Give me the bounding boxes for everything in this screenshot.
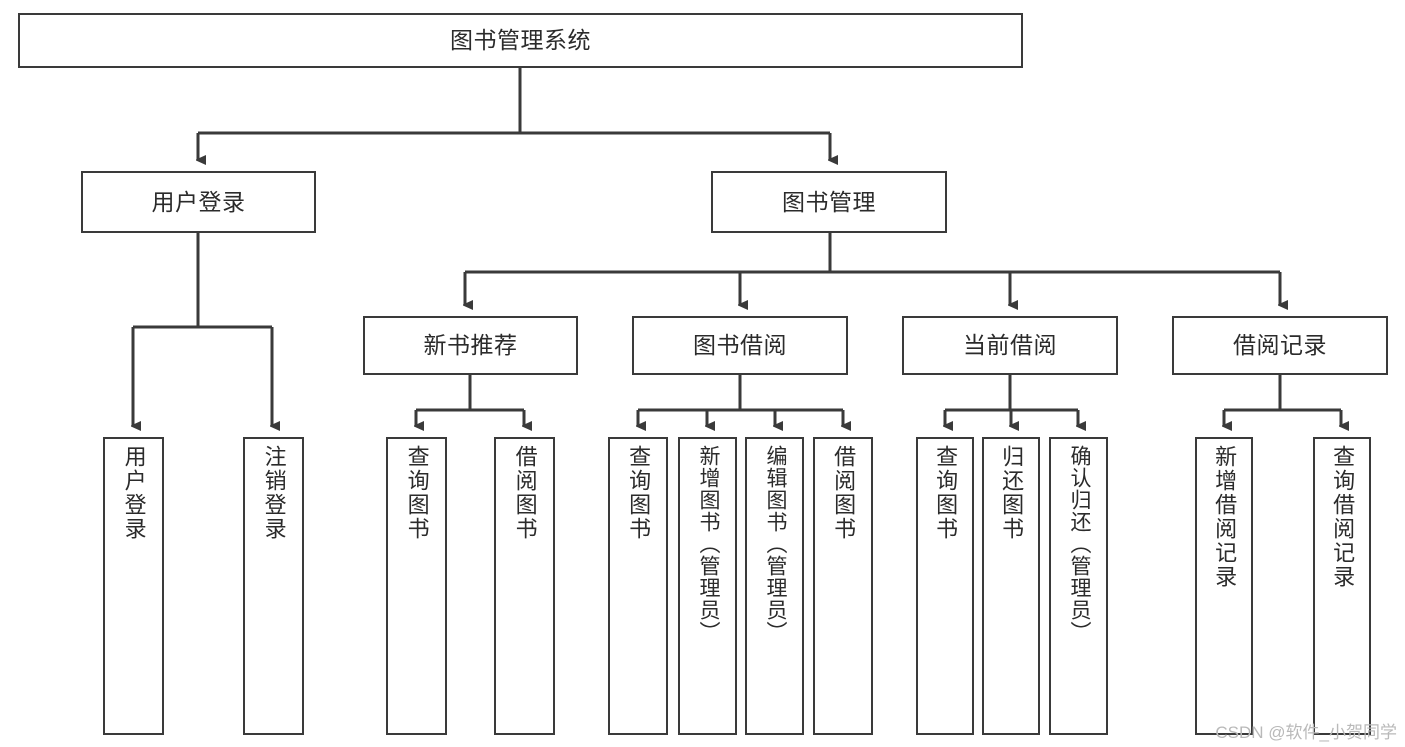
node-current-borrow[interactable]: 当前借阅 xyxy=(902,316,1118,375)
node-user-login-label: 用户登录 xyxy=(151,188,246,215)
node-new-book-recommend-label: 新书推荐 xyxy=(423,332,518,359)
node-root-label: 图书管理系统 xyxy=(450,27,591,54)
node-borrow-record[interactable]: 借阅记录 xyxy=(1172,316,1388,375)
leaf-new-book-2[interactable]: 借阅图书 xyxy=(494,437,555,735)
leaf-user-login-2[interactable]: 注销登录 xyxy=(243,437,304,735)
node-user-login[interactable]: 用户登录 xyxy=(81,171,316,233)
leaf-user-login-1[interactable]: 用户登录 xyxy=(103,437,164,735)
leaf-book-borrow-3-label: 编辑图书（管理员） xyxy=(763,445,787,643)
leaf-new-book-2-label: 借阅图书 xyxy=(512,445,538,541)
csdn-watermark: CSDN @软件_小贺同学 xyxy=(1215,723,1397,742)
leaf-new-book-1[interactable]: 查询图书 xyxy=(386,437,447,735)
leaf-borrow-record-2[interactable]: 查询借阅记录 xyxy=(1313,437,1371,735)
leaf-current-borrow-3-label: 确认归还（管理员） xyxy=(1067,445,1091,643)
node-book-borrow-label: 图书借阅 xyxy=(693,332,787,359)
leaf-borrow-record-1[interactable]: 新增借阅记录 xyxy=(1195,437,1253,735)
leaf-book-borrow-4-label: 借阅图书 xyxy=(831,445,857,541)
leaf-borrow-record-1-label: 新增借阅记录 xyxy=(1212,445,1238,589)
leaf-user-login-1-label: 用户登录 xyxy=(121,445,147,541)
node-root[interactable]: 图书管理系统 xyxy=(18,13,1023,68)
leaf-user-login-2-label: 注销登录 xyxy=(261,445,287,541)
leaf-current-borrow-2[interactable]: 归还图书 xyxy=(982,437,1040,735)
leaf-book-borrow-1-label: 查询图书 xyxy=(626,445,652,541)
leaf-current-borrow-3[interactable]: 确认归还（管理员） xyxy=(1049,437,1108,735)
leaf-new-book-1-label: 查询图书 xyxy=(404,445,430,541)
node-current-borrow-label: 当前借阅 xyxy=(963,332,1057,359)
leaf-current-borrow-2-label: 归还图书 xyxy=(999,445,1025,541)
leaf-book-borrow-4[interactable]: 借阅图书 xyxy=(813,437,873,735)
leaf-book-borrow-2-label: 新增图书（管理员） xyxy=(696,445,720,643)
node-book-borrow[interactable]: 图书借阅 xyxy=(632,316,848,375)
leaf-book-borrow-3[interactable]: 编辑图书（管理员） xyxy=(745,437,804,735)
node-book-manage[interactable]: 图书管理 xyxy=(711,171,947,233)
node-book-manage-label: 图书管理 xyxy=(782,188,876,215)
leaf-book-borrow-2[interactable]: 新增图书（管理员） xyxy=(678,437,737,735)
leaf-current-borrow-1[interactable]: 查询图书 xyxy=(916,437,974,735)
leaf-borrow-record-2-label: 查询借阅记录 xyxy=(1330,445,1356,589)
node-borrow-record-label: 借阅记录 xyxy=(1233,332,1327,359)
leaf-current-borrow-1-label: 查询图书 xyxy=(933,445,959,541)
node-new-book-recommend[interactable]: 新书推荐 xyxy=(363,316,578,375)
leaf-book-borrow-1[interactable]: 查询图书 xyxy=(608,437,668,735)
